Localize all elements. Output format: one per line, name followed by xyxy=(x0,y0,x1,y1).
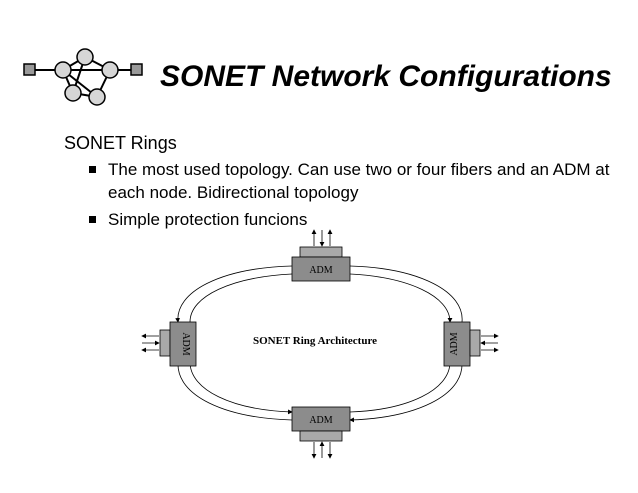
slide-title: SONET Network Configurations xyxy=(160,60,612,93)
bullet-square-icon xyxy=(89,216,96,223)
network-logo-icon xyxy=(23,48,143,106)
section-heading: SONET Rings xyxy=(64,133,177,153)
diagram-caption: SONET Ring Architecture xyxy=(253,335,377,347)
bullet-item: Simple protection funcions xyxy=(89,208,624,231)
bullet-text: Simple protection funcions xyxy=(108,210,308,229)
bullet-text: The most used topology. Can use two or f… xyxy=(108,160,610,202)
bullet-item: The most used topology. Can use two or f… xyxy=(89,158,624,204)
adm-node-right xyxy=(443,321,499,367)
adm-node-bottom xyxy=(291,406,351,459)
adm-label-left: ADM xyxy=(180,332,191,355)
adm-label-top: ADM xyxy=(309,265,332,276)
ring-fibers xyxy=(175,263,463,423)
bullet-square-icon xyxy=(89,166,96,173)
adm-node-left xyxy=(141,321,197,367)
adm-label-right: ADM xyxy=(449,332,460,355)
adm-label-bottom: ADM xyxy=(309,415,332,426)
adm-node-top xyxy=(291,229,351,282)
